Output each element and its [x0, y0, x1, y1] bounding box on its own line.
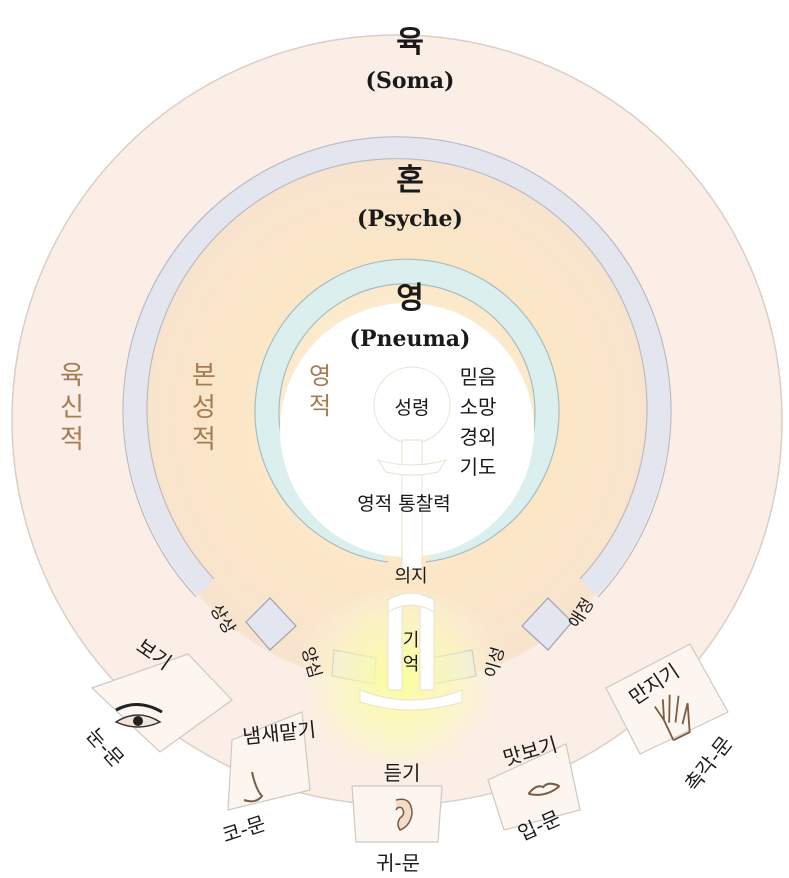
psyche-side-char-3: 적: [192, 425, 216, 455]
channel-knot-top: [376, 459, 448, 476]
mouth-lower-lip: [528, 785, 561, 796]
eye-brow: [115, 703, 163, 714]
virtue-faith: 믿음: [460, 365, 497, 389]
pneuma-side-char-2: 적: [309, 392, 331, 420]
soma-side-char-1: 육: [60, 361, 84, 391]
soma-latin: (Soma): [366, 68, 455, 94]
spiritual-insight-label: 영적 통찰력: [357, 493, 450, 515]
psyche-band-outline-outer: [122, 136, 672, 598]
memory-char-2: 억: [403, 654, 420, 675]
holy-spirit-label: 성령: [395, 397, 430, 419]
hand-icon: [654, 694, 691, 742]
eye-pupil: [133, 716, 143, 726]
psyche-band-outline-inner: [146, 158, 648, 580]
psyche-side-char-2: 성: [192, 393, 216, 423]
sense-segments: [90, 643, 729, 843]
psyche-title: 혼: [396, 163, 424, 198]
will-label: 의지: [394, 566, 427, 587]
eye-segment: [90, 653, 233, 753]
nose-shape: [243, 771, 264, 803]
pneuma-band-outline-outer: [254, 258, 560, 563]
mouth-icon: [527, 782, 561, 796]
ear-icon: [395, 798, 413, 831]
psyche-band: [124, 136, 670, 596]
eye-icon: [114, 703, 163, 728]
ear-shape: [395, 798, 413, 831]
ear-segment: [351, 785, 443, 843]
soma-side-char-2: 신: [60, 393, 84, 423]
nose-segment: [227, 711, 311, 811]
pneuma-title: 영: [396, 281, 424, 316]
virtues-list: 믿음 소망 경외 기도: [460, 365, 497, 479]
hand-shape: [654, 694, 691, 742]
hand-segment: [605, 643, 729, 755]
pneuma-side-char-1: 영: [309, 362, 331, 390]
pneuma-side-label: 영 적: [309, 362, 331, 420]
sense-hear-label: 듣기: [384, 761, 421, 785]
soma-side-char-3: 적: [60, 425, 84, 455]
affection-block: [521, 597, 573, 651]
gate-nose-label: 코-문: [219, 811, 268, 847]
central-channel: [359, 366, 463, 711]
channel-fork: [387, 592, 435, 613]
channel-lower-right: [419, 599, 435, 691]
virtue-hope: 소망: [460, 395, 497, 419]
imagination-block: [245, 597, 297, 651]
soma-title: 육: [396, 25, 424, 60]
virtue-prayer: 기도: [460, 455, 497, 479]
channel-foot: [359, 689, 463, 711]
nose-icon: [243, 771, 264, 803]
channel-lower-left: [387, 599, 403, 691]
psyche-latin: (Psyche): [357, 206, 463, 232]
soma-side-label: 육 신 적: [60, 361, 84, 455]
mouth-upper-lip: [527, 782, 560, 795]
gate-touch-label: 촉각-문: [680, 732, 737, 796]
psyche-side-label: 본 성 적: [192, 361, 216, 455]
virtue-awe: 경외: [460, 425, 497, 449]
memory-char-1: 기: [403, 630, 420, 651]
gate-eye-label: 눈-문: [82, 723, 129, 772]
pneuma-latin: (Pneuma): [350, 326, 471, 352]
pneuma-band: [255, 259, 559, 562]
gate-ear-label: 귀-문: [376, 851, 420, 875]
psyche-side-char-1: 본: [192, 361, 216, 391]
mouth-segment: [487, 743, 581, 831]
